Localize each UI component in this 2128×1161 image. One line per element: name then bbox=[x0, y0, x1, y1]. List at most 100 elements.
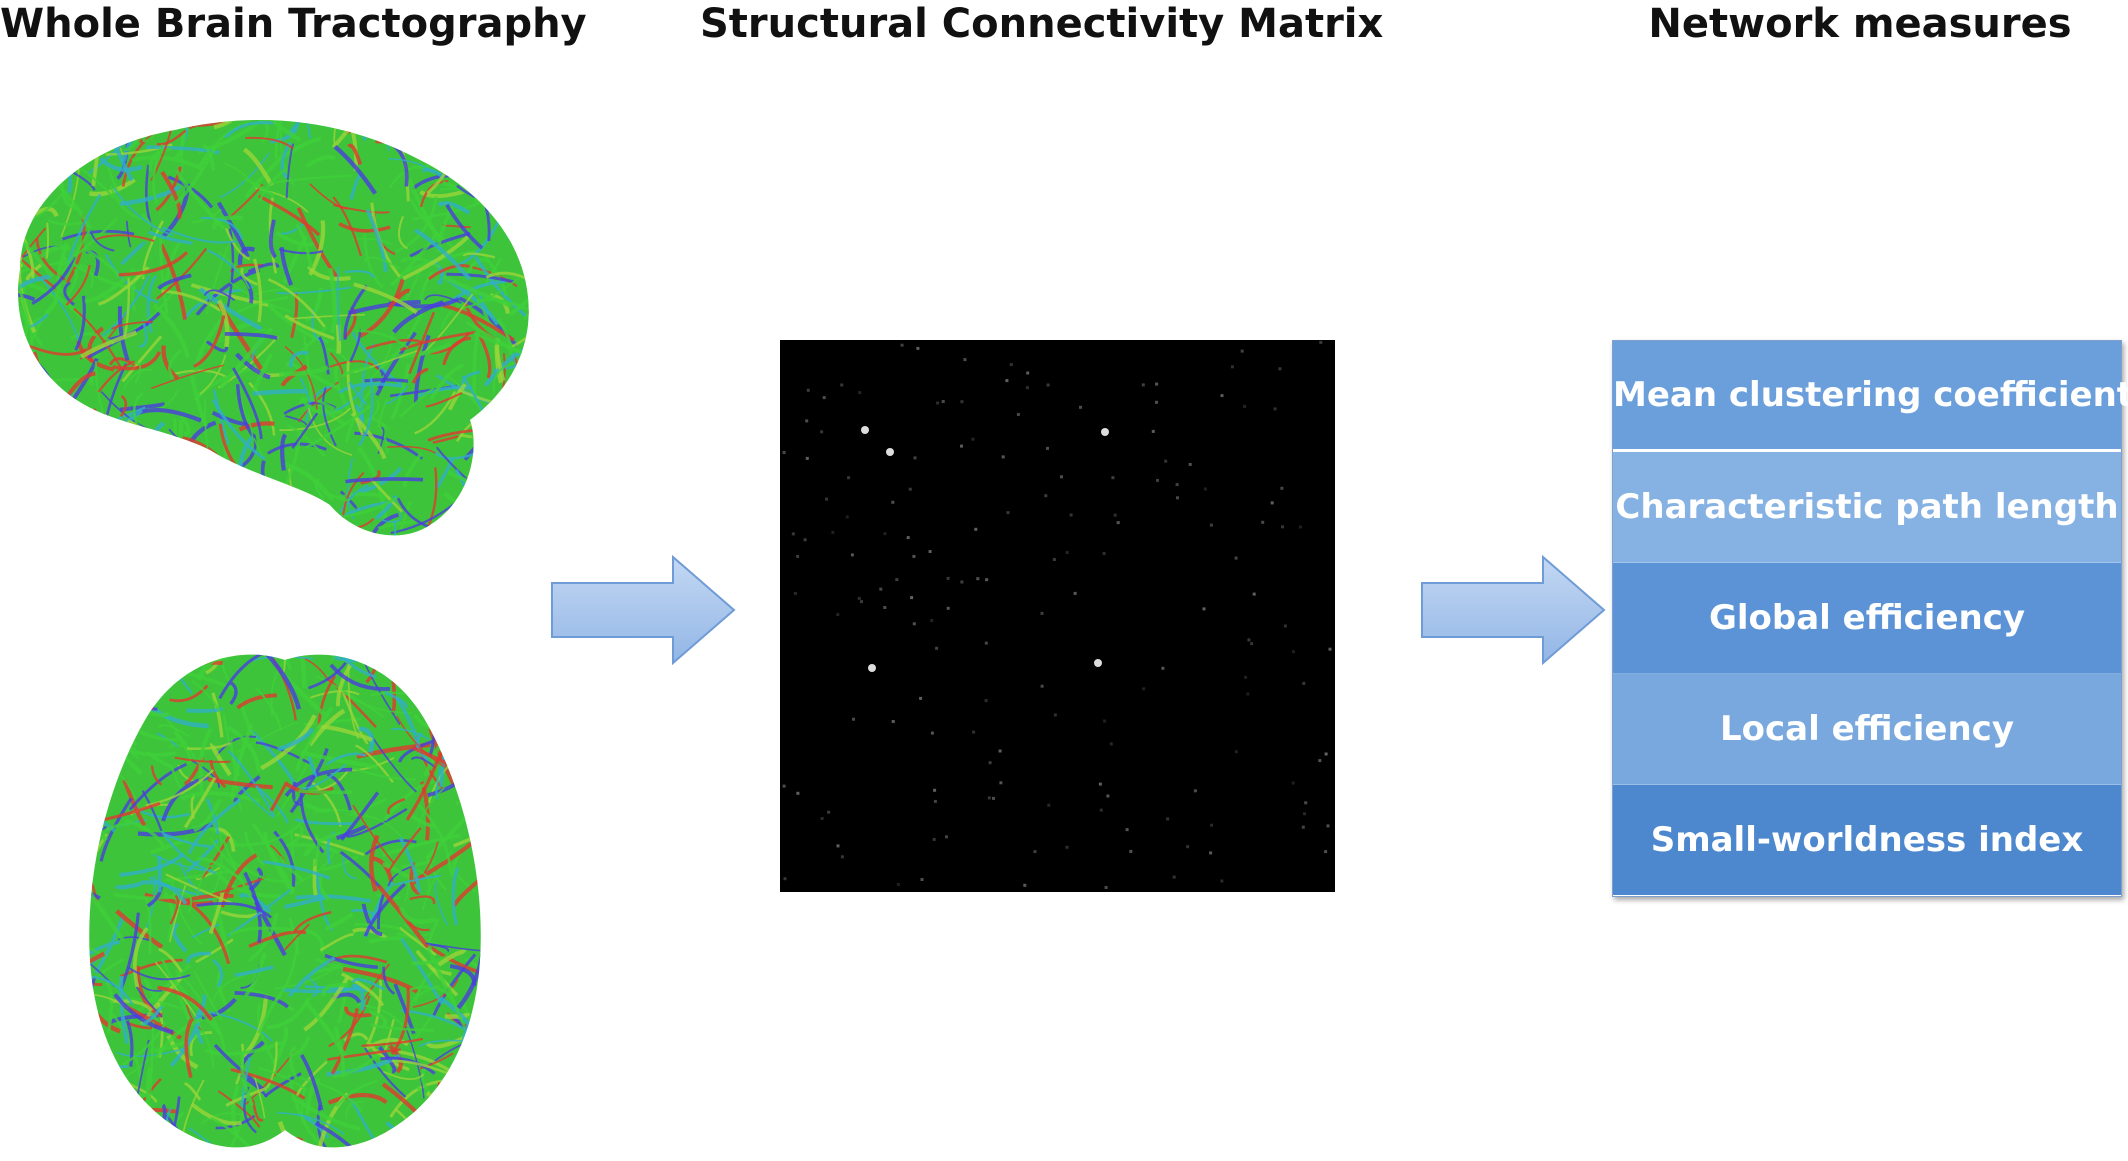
fiber-stroke bbox=[89, 1067, 93, 1096]
fiber-stroke bbox=[89, 1112, 110, 1128]
matrix-cell bbox=[963, 358, 967, 362]
fiber-stroke bbox=[298, 1076, 363, 1113]
fiber-stroke bbox=[157, 985, 213, 1022]
matrix-cell bbox=[1240, 349, 1244, 353]
fiber-stroke bbox=[435, 458, 455, 489]
matrix-cell bbox=[782, 784, 786, 788]
matrix-cell bbox=[883, 606, 887, 609]
fiber-stroke bbox=[119, 394, 128, 418]
fiber-stroke bbox=[440, 1105, 481, 1139]
matrix-cell bbox=[896, 883, 900, 886]
fiber-stroke bbox=[462, 276, 521, 309]
fiber-stroke bbox=[161, 345, 180, 381]
fiber-stroke bbox=[135, 986, 163, 1018]
matrix-cell bbox=[1156, 478, 1159, 482]
fiber-stroke bbox=[370, 734, 418, 793]
matrix-cell bbox=[920, 878, 924, 881]
fiber-stroke bbox=[53, 144, 96, 160]
fiber-stroke bbox=[120, 241, 146, 266]
matrix-cell bbox=[999, 781, 1003, 785]
fiber-stroke bbox=[290, 825, 304, 845]
fiber-stroke bbox=[18, 497, 20, 522]
fiber-stroke bbox=[208, 640, 238, 651]
fiber-stroke bbox=[83, 246, 121, 279]
fiber-stroke bbox=[472, 1070, 481, 1106]
connectivity-matrix-title: Structural Connectivity Matrix bbox=[700, 1, 1384, 47]
fiber-stroke bbox=[227, 725, 261, 772]
fiber-stroke bbox=[389, 1079, 444, 1118]
fiber-stroke bbox=[395, 196, 438, 253]
fiber-stroke bbox=[486, 459, 499, 496]
fiber-stroke bbox=[81, 640, 131, 641]
fiber-stroke bbox=[70, 1079, 76, 1099]
fiber-stroke bbox=[462, 1059, 475, 1133]
matrix-cell bbox=[1104, 886, 1108, 889]
fiber-stroke bbox=[215, 735, 257, 757]
fiber-stroke bbox=[147, 654, 193, 694]
fiber-stroke bbox=[488, 458, 523, 474]
fiber-stroke bbox=[144, 897, 152, 955]
fiber-stroke bbox=[123, 692, 143, 709]
fiber-stroke bbox=[145, 1067, 152, 1108]
fiber-stroke bbox=[161, 654, 167, 681]
matrix-cell bbox=[1065, 845, 1069, 849]
matrix-cell bbox=[1040, 684, 1044, 688]
matrix-cell bbox=[1098, 782, 1102, 786]
matrix-cell bbox=[1109, 742, 1113, 746]
fiber-stroke bbox=[101, 490, 177, 513]
fiber-stroke bbox=[315, 675, 385, 718]
matrix-cell bbox=[960, 444, 963, 448]
fiber-stroke bbox=[280, 433, 288, 471]
fiber-stroke bbox=[62, 458, 120, 466]
fiber-stroke bbox=[306, 265, 351, 281]
fiber-stroke bbox=[498, 120, 529, 138]
matrix-cell bbox=[1203, 487, 1207, 491]
fiber-stroke bbox=[511, 394, 523, 465]
network-measures-panel: Mean clustering coefficient Characterist… bbox=[1612, 340, 2128, 897]
fiber-stroke bbox=[207, 777, 273, 790]
fiber-stroke bbox=[142, 441, 160, 509]
fiber-stroke bbox=[224, 332, 278, 341]
fiber-stroke bbox=[34, 416, 87, 440]
matrix-cell bbox=[1069, 513, 1073, 517]
matrix-cell bbox=[974, 527, 978, 531]
fiber-stroke bbox=[517, 463, 529, 473]
fiber-stroke bbox=[89, 958, 125, 998]
fiber-stroke bbox=[491, 1031, 498, 1059]
fiber-stroke bbox=[162, 120, 193, 130]
fiber-stroke bbox=[391, 728, 430, 741]
fiber-stroke bbox=[94, 128, 113, 151]
fiber-stroke bbox=[89, 723, 96, 750]
fiber-stroke bbox=[472, 693, 481, 728]
fiber-stroke bbox=[206, 798, 220, 835]
fiber-stroke bbox=[98, 122, 145, 144]
matrix-cell bbox=[883, 532, 887, 536]
fiber-stroke bbox=[18, 292, 36, 302]
matrix-cell bbox=[1324, 850, 1328, 854]
fiber-stroke bbox=[244, 176, 276, 198]
fiber-stroke bbox=[374, 120, 390, 138]
fiber-stroke bbox=[89, 726, 117, 738]
fiber-stroke bbox=[39, 277, 80, 342]
fiber-stroke bbox=[47, 438, 102, 448]
fiber-stroke bbox=[351, 978, 385, 991]
matrix-cell bbox=[930, 619, 934, 622]
fiber-stroke bbox=[174, 144, 218, 205]
fiber-stroke bbox=[499, 790, 501, 805]
fiber-stroke bbox=[345, 1101, 365, 1119]
fiber-stroke bbox=[149, 666, 157, 710]
fiber-stroke bbox=[136, 490, 196, 527]
matrix-cell bbox=[910, 596, 914, 600]
fiber-stroke bbox=[294, 223, 313, 269]
fiber-stroke bbox=[119, 975, 130, 1045]
fiber-stroke bbox=[254, 686, 283, 731]
fiber-stroke bbox=[120, 120, 162, 138]
fiber-stroke bbox=[184, 1082, 202, 1101]
fiber-stroke bbox=[115, 701, 131, 728]
fiber-stroke bbox=[139, 543, 162, 550]
fiber-stroke bbox=[341, 120, 404, 127]
fiber-stroke bbox=[277, 1120, 301, 1148]
fiber-stroke bbox=[89, 752, 117, 795]
fiber-stroke bbox=[492, 887, 500, 927]
fiber-stroke bbox=[98, 718, 139, 759]
